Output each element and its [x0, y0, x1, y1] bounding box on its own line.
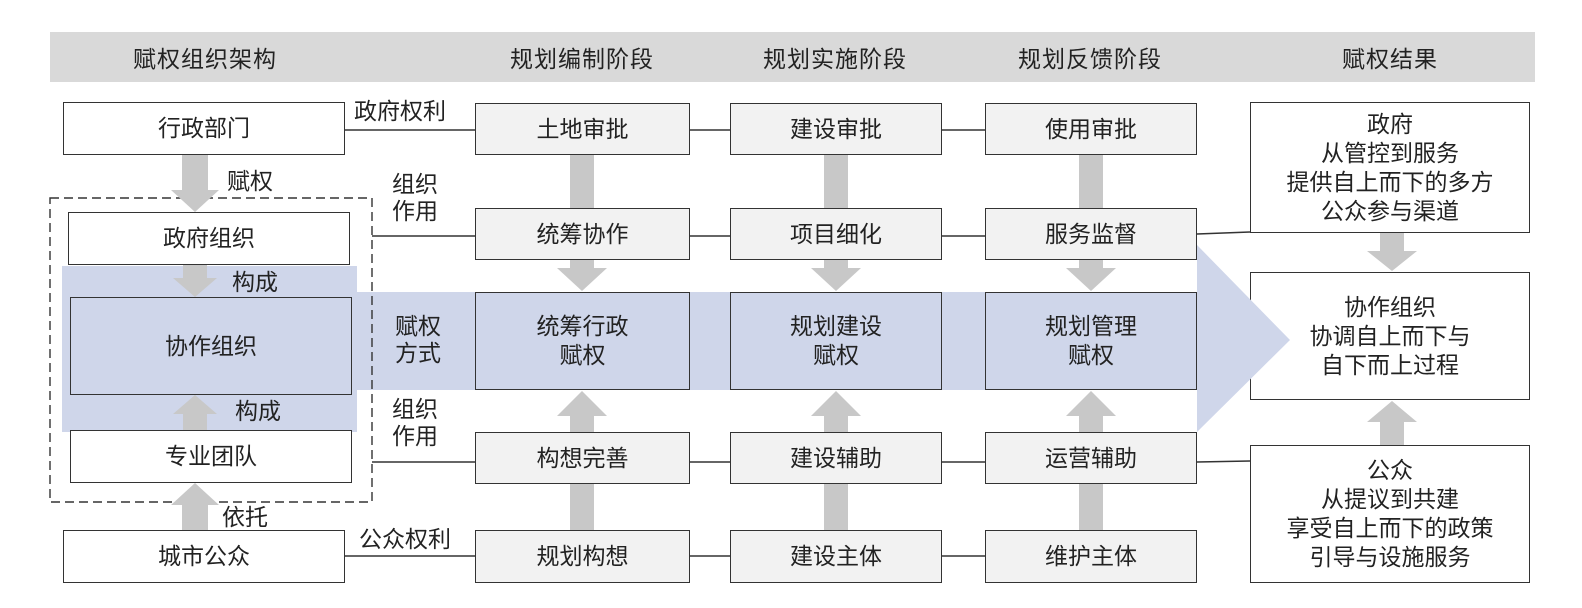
header-feedback-stage: 规划反馈阶段: [1018, 46, 1162, 72]
arrow-gov-org-to-collab-org: [173, 265, 217, 297]
label-public-rights: 公众权利: [359, 526, 451, 552]
connector-supervision-to-result-government: [1196, 231, 1251, 235]
implementation-empowerment-box: 规划建设 赋权: [730, 292, 942, 390]
header-bar: [50, 32, 1535, 82]
professional-team-box: 专业团队: [70, 430, 352, 483]
planning-assist-box: 构想完善: [475, 432, 690, 484]
arrow-admin-to-gov-org: [171, 155, 219, 212]
header-org-structure: 赋权组织架构: [133, 46, 277, 72]
collaboration-organization-box: 协作组织: [70, 297, 352, 395]
feedback-subject-box: 维护主体: [985, 530, 1197, 583]
feedback-approval-box: 使用审批: [985, 103, 1197, 155]
result-collaboration-box: 协作组织 协调自上而下与 自下而上过程: [1250, 272, 1530, 400]
planning-approval-box: 土地审批: [475, 103, 690, 155]
result-government-box: 政府 从管控到服务 提供自上而下的多方 公众参与渠道: [1250, 102, 1530, 233]
label-empowerment-mode: 赋权 方式: [395, 313, 441, 366]
header-planning-stage: 规划编制阶段: [510, 46, 654, 72]
admin-department-box: 行政部门: [63, 102, 345, 155]
government-organization-box: 政府组织: [68, 212, 350, 265]
arrow-professional-to-collab-org: [173, 395, 217, 430]
header-implementation-stage: 规划实施阶段: [763, 46, 907, 72]
feedback-empowerment-box: 规划管理 赋权: [985, 292, 1197, 390]
label-compose-bottom: 构成: [235, 398, 281, 424]
feedback-assist-box: 运营辅助: [985, 432, 1197, 484]
feedback-coordination-box: 服务监督: [985, 208, 1197, 260]
result-public-box: 公众 从提议到共建 享受自上而下的政策 引导与设施服务: [1250, 445, 1530, 583]
implementation-subject-box: 建设主体: [730, 530, 942, 583]
implementation-coordination-box: 项目细化: [730, 208, 942, 260]
label-org-role-top: 组织 作用: [392, 171, 438, 224]
implementation-approval-box: 建设审批: [730, 103, 942, 155]
label-empower: 赋权: [227, 168, 273, 194]
planning-coordination-box: 统筹协作: [475, 208, 690, 260]
arrow-result-public-to-collab: [1367, 401, 1417, 445]
arrow-public-to-professional: [171, 483, 219, 530]
arrow-result-government-to-collab: [1367, 233, 1417, 271]
label-rely: 依托: [222, 504, 268, 530]
connector-operation-to-result-public: [1196, 460, 1251, 463]
label-compose-top: 构成: [232, 269, 278, 295]
planning-subject-box: 规划构想: [475, 530, 690, 583]
urban-public-box: 城市公众: [63, 530, 345, 583]
planning-empowerment-box: 统筹行政 赋权: [475, 292, 690, 390]
header-empowerment-result: 赋权结果: [1342, 46, 1438, 72]
label-government-rights: 政府权利: [354, 98, 446, 124]
label-org-role-bottom: 组织 作用: [392, 396, 438, 449]
implementation-assist-box: 建设辅助: [730, 432, 942, 484]
